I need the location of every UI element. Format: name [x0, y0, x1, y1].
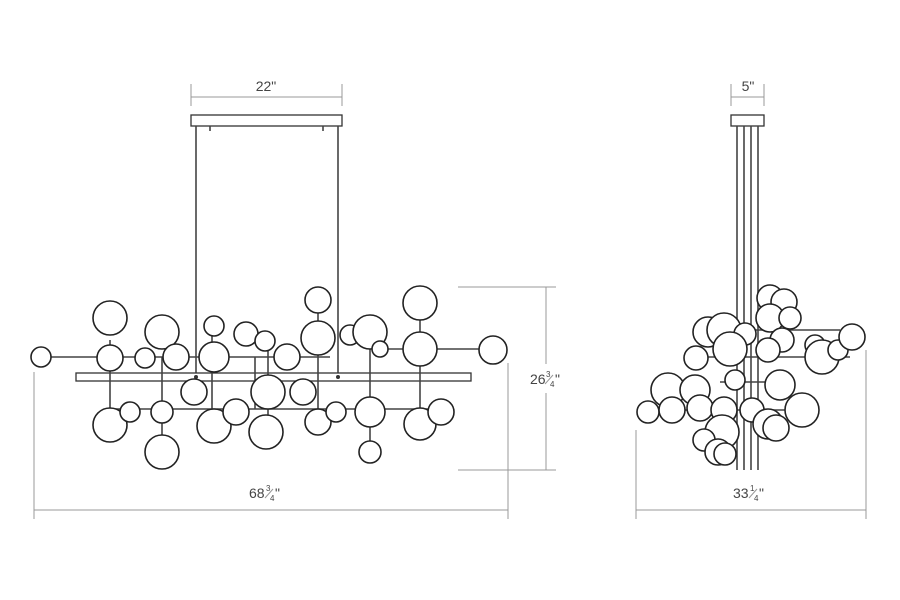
glass-globe — [150, 400, 174, 424]
glass-globe — [354, 396, 386, 428]
depth-label: 33 — [733, 485, 749, 501]
glass-globe — [686, 394, 714, 422]
height-unit: " — [555, 371, 560, 387]
glass-globe — [325, 401, 347, 423]
canopy-width-dimension: 22" — [190, 78, 343, 106]
glass-globe — [30, 346, 52, 368]
length-unit: " — [275, 485, 280, 501]
side-canopy — [730, 114, 765, 127]
front-canopy — [190, 114, 343, 127]
glass-globe — [402, 331, 438, 367]
side-globes — [636, 284, 866, 466]
glass-globe — [371, 340, 389, 358]
side-canopy-dimension: 5" — [730, 78, 765, 106]
glass-globe — [180, 378, 208, 406]
glass-globe — [144, 434, 180, 470]
depth-fraction-numerator: 1 — [750, 484, 755, 493]
glass-globe — [636, 400, 660, 424]
height-label: 26 — [530, 371, 546, 387]
glass-globe — [764, 369, 796, 401]
canopy-width-label: 22" — [256, 78, 277, 94]
glass-globe — [196, 408, 232, 444]
glass-globe — [304, 286, 332, 314]
front-view: 22" — [30, 78, 560, 519]
glass-globe — [478, 335, 508, 365]
length-fraction-denominator: 4 — [270, 494, 275, 503]
glass-globe — [92, 300, 128, 336]
front-globes — [30, 285, 508, 470]
side-canopy-label: 5" — [742, 78, 755, 94]
glass-globe — [119, 401, 141, 423]
glass-globe — [96, 344, 124, 372]
glass-globe — [358, 440, 382, 464]
glass-globe — [300, 320, 336, 356]
glass-globe — [203, 315, 225, 337]
height-fraction-numerator: 3 — [546, 370, 551, 379]
height-dimension: 26 3 4 " — [458, 286, 560, 471]
glass-globe — [712, 331, 748, 367]
length-dimension: 68 3 4 " — [33, 363, 509, 519]
glass-globe — [198, 341, 230, 373]
glass-globe — [658, 396, 686, 424]
glass-globe — [144, 314, 180, 350]
glass-globe — [92, 407, 128, 443]
glass-globe — [222, 398, 250, 426]
glass-globe — [713, 442, 737, 466]
depth-fraction-denominator: 4 — [754, 494, 759, 503]
glass-globe — [289, 378, 317, 406]
glass-globe — [683, 345, 709, 371]
glass-globe — [248, 414, 284, 450]
glass-globe — [724, 369, 746, 391]
glass-globe — [778, 306, 802, 330]
glass-globe — [402, 285, 438, 321]
side-view: 5" — [635, 78, 867, 519]
length-fraction-numerator: 3 — [266, 484, 271, 493]
glass-globe — [304, 408, 332, 436]
glass-globe — [162, 343, 190, 371]
glass-globe — [784, 392, 820, 428]
glass-globe — [273, 343, 301, 371]
glass-globe — [762, 414, 790, 442]
depth-dimension: 33 1 4 " — [635, 350, 867, 519]
glass-globe — [838, 323, 866, 351]
length-label: 68 — [249, 485, 265, 501]
glass-globe — [254, 330, 276, 352]
height-fraction-denominator: 4 — [550, 380, 555, 389]
glass-globe — [250, 374, 286, 410]
glass-globe — [134, 347, 156, 369]
glass-globe — [755, 337, 781, 363]
glass-globe — [427, 398, 455, 426]
depth-unit: " — [759, 485, 764, 501]
